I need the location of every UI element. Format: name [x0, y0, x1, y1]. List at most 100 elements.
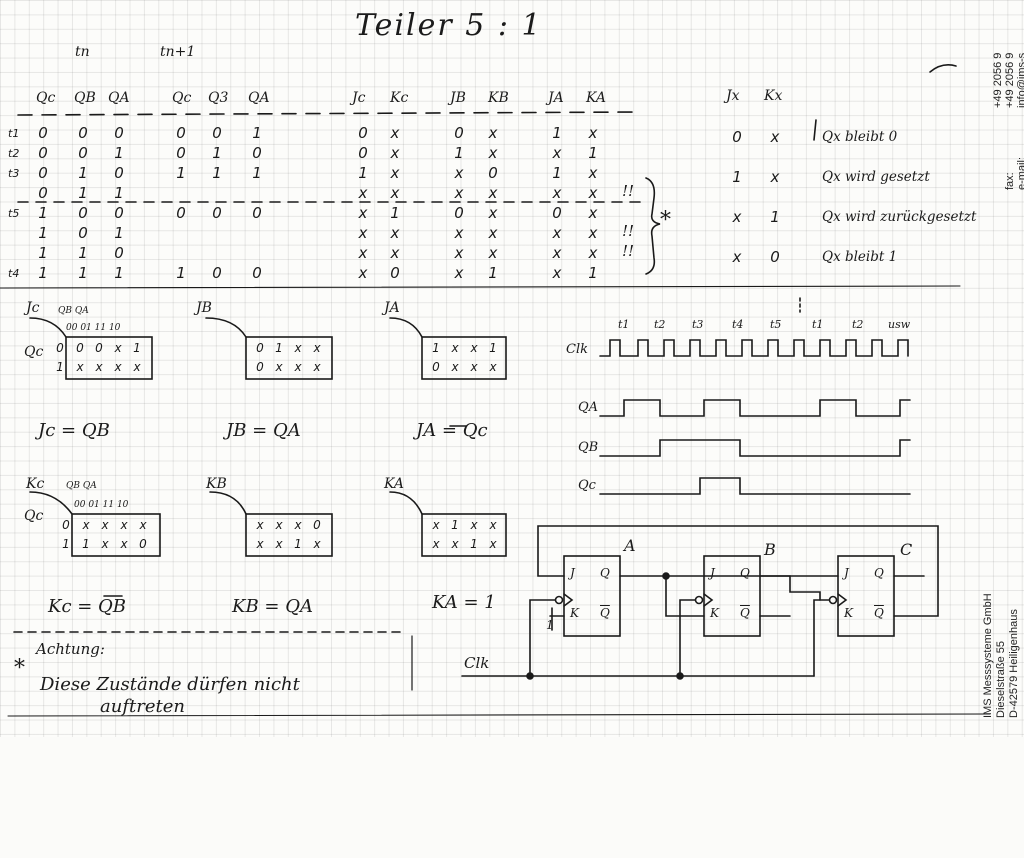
truth-cell: x: [552, 144, 562, 162]
kmap-jb-label: JB: [196, 300, 212, 316]
truth-cell: 0: [78, 124, 88, 142]
signal-qc: Qc: [578, 478, 596, 493]
truth-cell: x: [390, 224, 400, 242]
truth-cell: x: [358, 264, 368, 282]
truth-cell: x: [488, 244, 498, 262]
kmap-ja-cell: x: [451, 360, 459, 374]
timing-tick: t5: [770, 318, 782, 331]
clk-to-c: [813, 599, 830, 677]
truth-cell: 0: [454, 124, 464, 142]
truth-cell: x: [390, 184, 400, 202]
timing-tick: t2: [654, 318, 666, 331]
eq-jb: JB = QA: [226, 420, 301, 441]
note-line2: auftreten: [100, 696, 185, 717]
truth-cell: x: [358, 184, 368, 202]
truth-cell: 1: [78, 244, 88, 262]
kmap-row-code: 1: [56, 360, 64, 374]
legend-col-j: Jx: [726, 88, 740, 104]
eq-kc: Kc = QB: [48, 596, 127, 617]
truth-cell: x: [454, 224, 464, 242]
col-kc: Kc: [390, 90, 409, 106]
truth-cell: 1: [78, 164, 88, 182]
kmap-ja-label: JA: [384, 300, 400, 316]
truth-cell: 0: [212, 124, 222, 142]
kmap-jc-rowvar: Qc: [24, 344, 44, 360]
kmap-ka-cell: x: [432, 518, 440, 532]
wire-qb: [759, 575, 821, 601]
kmap-ka-box: [421, 513, 507, 557]
bottom-line: [7, 713, 991, 717]
tn1-label: tn+1: [160, 44, 196, 60]
truth-cell: 0: [252, 264, 262, 282]
signal-qa: QA: [578, 400, 599, 415]
truth-cell: 1: [488, 264, 498, 282]
kmap-jc-cell: 0: [95, 341, 103, 355]
col-kb: KB: [488, 90, 509, 106]
kmap-ka-cell: x: [432, 537, 440, 551]
kmap-kb-cell: x: [313, 537, 321, 551]
tn-label: tn: [75, 44, 90, 60]
truth-cell: 1: [390, 204, 400, 222]
page-title: Teiler 5 : 1: [355, 8, 543, 43]
note-heading: Achtung:: [36, 640, 105, 658]
timing-tick: usw: [888, 318, 911, 331]
truth-cell: 1: [552, 124, 562, 142]
ff-pin-label: J: [570, 566, 575, 580]
ff-b-label: B: [764, 540, 776, 559]
kmap-jc-cell: x: [95, 360, 103, 374]
kmap-jb-cell: x: [294, 360, 302, 374]
col-qc-next: Qc: [172, 90, 192, 106]
kmap-kb-cell: x: [256, 537, 264, 551]
legend-j-value: 1: [732, 168, 742, 186]
truth-cell: x: [454, 264, 464, 282]
truth-cell: 1: [114, 184, 124, 202]
truth-row-label: t1: [8, 127, 20, 140]
section-line: [0, 285, 961, 289]
kmap-jc-colhdr: QB QA: [58, 306, 89, 316]
kmap-kc-cell: 1: [82, 537, 90, 551]
kmap-jc-cell: 1: [133, 341, 141, 355]
ff-c-clk-bubble: [828, 595, 838, 605]
truth-cell: x: [588, 244, 598, 262]
kmap-ka-cell: x: [451, 537, 459, 551]
invalid-mark-3: !!: [622, 242, 635, 260]
truth-cell: x: [488, 224, 498, 242]
invalid-mark-2: !!: [622, 222, 635, 240]
truth-cell: 0: [78, 224, 88, 242]
truth-cell: x: [358, 224, 368, 242]
legend-k-value: 1: [770, 208, 780, 226]
truth-cell: x: [552, 244, 562, 262]
kmap-kc-cell: x: [82, 518, 90, 532]
kmap-ja-lead: [389, 317, 423, 338]
kmap-kc-cell: x: [101, 537, 109, 551]
const-one: 1: [546, 618, 554, 632]
col-qb: QB: [74, 90, 96, 106]
kmap-jc-lead: [29, 317, 67, 338]
legend-text: Qx wird zurückgesetzt: [822, 209, 977, 225]
kmap-ja-cell: 0: [432, 360, 440, 374]
wire-qa-kb: [665, 575, 705, 617]
truth-cell: 1: [588, 144, 598, 162]
truth-cell: x: [488, 144, 498, 162]
timing-tick: t4: [732, 318, 744, 331]
eq-kb: KB = QA: [232, 596, 313, 617]
truth-cell: 1: [552, 164, 562, 182]
truth-cell: x: [552, 184, 562, 202]
truth-cell: x: [454, 164, 464, 182]
clk-to-a: [529, 599, 556, 677]
kmap-kc-colhdr: QB QA: [66, 481, 97, 491]
col-qa: QA: [108, 90, 130, 106]
ff-b-clk-bubble: [694, 595, 704, 605]
kmap-ka-lead: [389, 491, 423, 515]
kmap-jc-cell: x: [76, 360, 84, 374]
invalid-brace: [645, 177, 661, 275]
truth-cell: 1: [78, 264, 88, 282]
squiggle: [929, 64, 957, 73]
kmap-ja-cell: x: [451, 341, 459, 355]
qa-wave: [599, 399, 911, 417]
truth-cell: 0: [176, 144, 186, 162]
kmap-kb-cell: x: [256, 518, 264, 532]
timing-tick: t1: [618, 318, 630, 331]
truth-cell: x: [488, 124, 498, 142]
kmap-ka-cell: x: [489, 518, 497, 532]
